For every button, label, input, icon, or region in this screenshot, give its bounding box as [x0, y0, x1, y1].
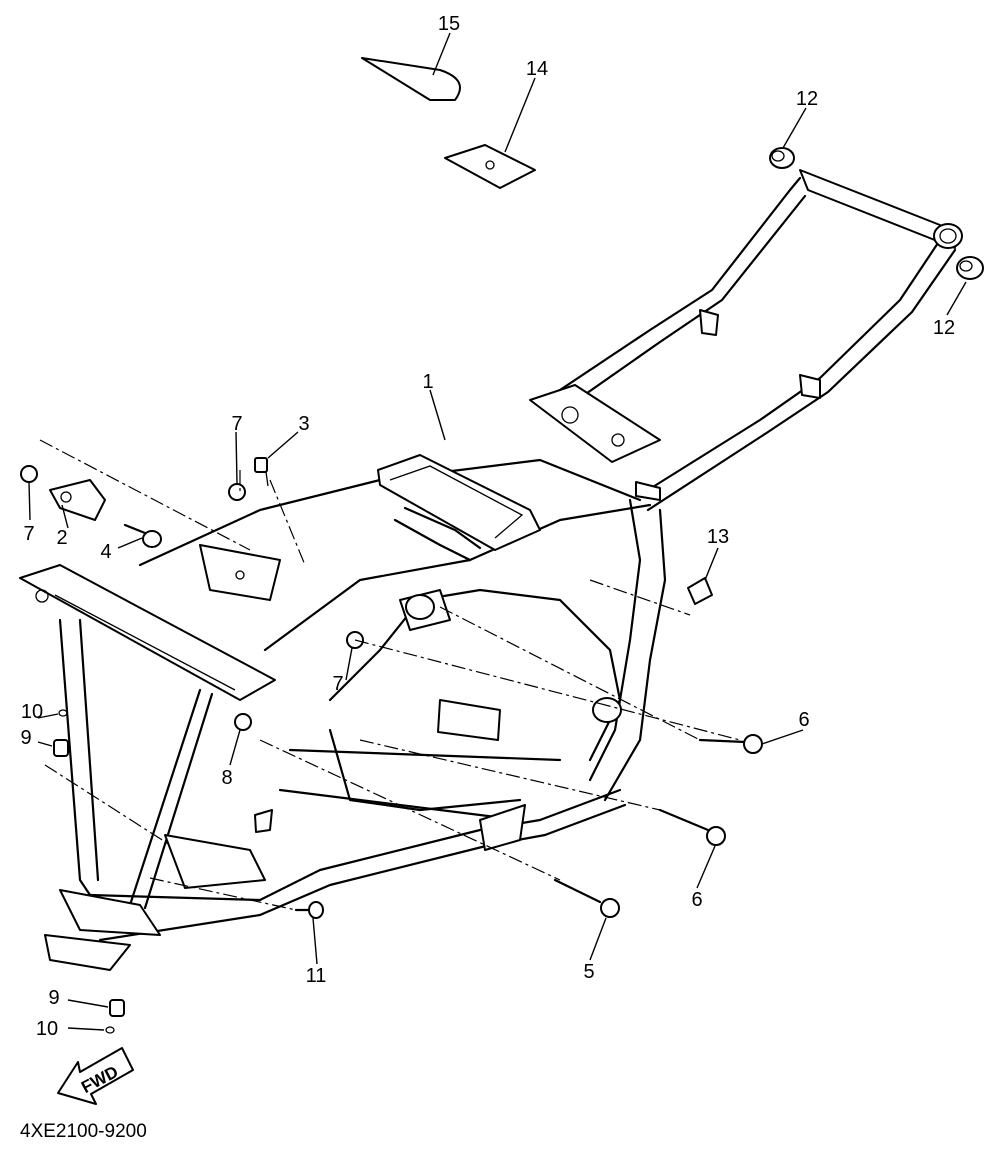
part-7-collar-a	[20, 465, 38, 483]
part-15-strap	[361, 57, 461, 101]
part-12-cap-top	[769, 147, 795, 169]
callout-labels: 15 14 12 12 1 3 7 7 2 4 13 7 10 9 6 8 6 …	[20, 13, 955, 1040]
part-10-clip-lower	[105, 1026, 115, 1034]
callout-13: 13	[707, 526, 729, 548]
assembly-lines	[39, 439, 741, 911]
callout-7-top: 7	[231, 413, 242, 435]
callout-10-lower: 10	[36, 1018, 58, 1040]
part-14-plate	[444, 144, 536, 189]
callout-14: 14	[526, 58, 548, 80]
callout-2: 2	[56, 527, 67, 549]
fwd-arrow-icon: FWD	[57, 1047, 134, 1105]
callout-8: 8	[221, 767, 232, 789]
part-4-bolt	[123, 523, 162, 548]
part-11-bolt	[294, 901, 324, 919]
callout-3: 3	[298, 413, 309, 435]
leader-lines	[28, 32, 967, 1031]
part-7-collar-b	[228, 483, 246, 501]
callout-12-top: 12	[796, 88, 818, 110]
callout-6-upper: 6	[798, 709, 809, 731]
callout-5: 5	[583, 961, 594, 983]
callout-1: 1	[422, 371, 433, 393]
callout-9-upper: 9	[20, 727, 31, 749]
part-5-bolt	[553, 878, 620, 918]
part-10-clip-upper	[58, 709, 68, 717]
drawing-code: 4XE2100-9200	[20, 1121, 147, 1142]
callout-10-upper: 10	[21, 701, 43, 723]
part-9-grommet-lower	[109, 999, 125, 1017]
part-12-cap-bottom	[956, 256, 984, 280]
part-13-clamp	[687, 577, 713, 605]
part-9-grommet-upper	[53, 739, 69, 757]
callout-7-left: 7	[23, 523, 34, 545]
part-3-bolt	[254, 457, 269, 487]
callout-15: 15	[438, 13, 460, 35]
callout-9-lower: 9	[48, 987, 59, 1009]
main-frame	[19, 169, 963, 971]
callout-7-center: 7	[332, 673, 343, 695]
part-8-collar	[234, 713, 252, 731]
callout-11: 11	[306, 965, 327, 987]
callout-6-lower: 6	[691, 889, 702, 911]
callout-4: 4	[100, 541, 111, 563]
callout-12-bottom: 12	[933, 317, 955, 339]
part-2-bracket	[49, 479, 106, 521]
part-6-bolt-lower	[658, 808, 726, 846]
part-6-bolt-upper	[698, 734, 763, 754]
